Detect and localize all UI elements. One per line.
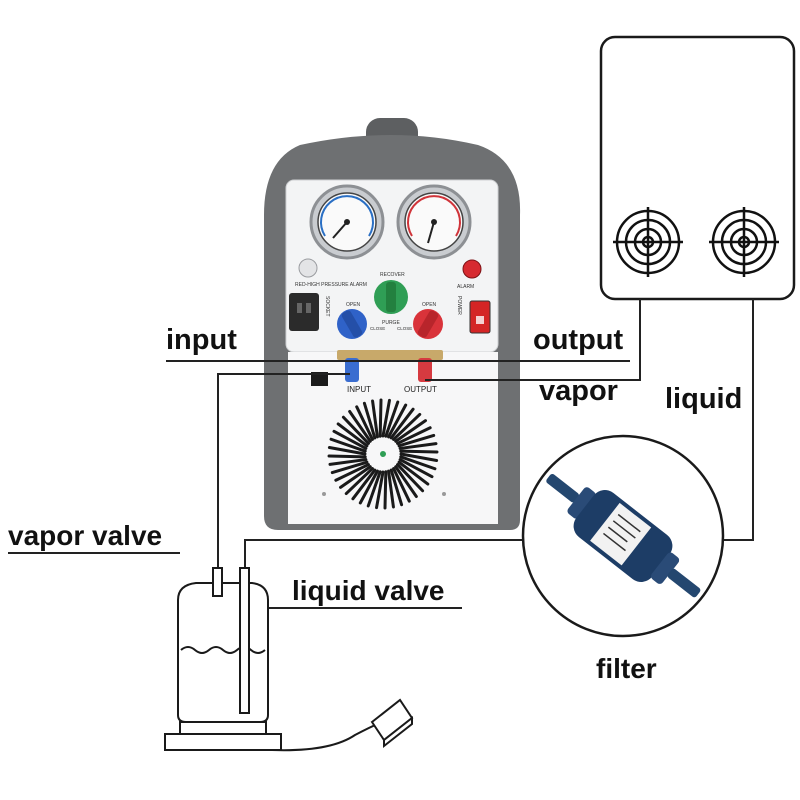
fan-slot (381, 398, 391, 438)
liquid-label: liquid (665, 383, 743, 415)
alarm-light (462, 259, 482, 279)
fan-slot (397, 433, 436, 448)
fan-slot (344, 467, 374, 496)
fan-slot (394, 465, 418, 498)
liquid-valve-label: liquid valve (292, 575, 445, 606)
fan-slot (366, 470, 382, 508)
fan-slot (389, 407, 415, 440)
recovery-machine: RED-HIGH PRESSURE ALARM SOCKET RECOVER P… (264, 118, 521, 530)
fan-grille (327, 398, 439, 510)
fan-slot (341, 415, 370, 445)
fan-slot (396, 426, 432, 445)
input-label: input (166, 324, 237, 356)
fan-slot (329, 437, 367, 453)
fan-slot (399, 455, 437, 471)
output-port-text: OUTPUT (404, 385, 437, 394)
fan-slot (398, 442, 438, 450)
alarm-text: ALARM (457, 284, 474, 290)
fan-slot (351, 468, 377, 501)
fan-slot (334, 463, 370, 482)
close-left-text: CLOSE (370, 326, 385, 331)
vapor-label: vapor (539, 375, 618, 407)
recover-text: RECOVER (380, 272, 405, 278)
fan-slot (399, 449, 439, 454)
condenser-coil-icon (709, 207, 779, 277)
fan-slot (336, 422, 369, 448)
fan-slot (371, 399, 379, 439)
fan-slot (339, 465, 372, 489)
pressure-gauge-icon (396, 184, 472, 260)
manifold-block (337, 350, 443, 360)
fan-slot (389, 468, 404, 507)
fan-slot (358, 469, 379, 505)
recover-purge-knob (374, 280, 408, 314)
vapor-line (425, 299, 641, 381)
high-pressure-alarm-text: RED-HIGH PRESSURE ALARM (295, 282, 367, 288)
condenser-unit (599, 35, 796, 301)
purge-text: PURGE (382, 320, 400, 326)
close-right-text: CLOSE (397, 326, 412, 331)
power-socket (289, 293, 319, 331)
reset-button (298, 258, 318, 278)
fan-slot (394, 419, 427, 443)
fan-slot (327, 454, 367, 459)
fan-slot (332, 429, 368, 450)
fan-slot (383, 470, 388, 510)
input-valve-knob (337, 309, 367, 339)
fan-slot (387, 403, 408, 439)
fan-slot (328, 458, 368, 466)
output-label: output (533, 324, 624, 356)
fan-slot (378, 398, 383, 438)
filter-label: filter (596, 653, 657, 684)
fan-slot (392, 412, 422, 441)
condenser-coil-icon (613, 207, 683, 277)
small-switch (311, 372, 328, 386)
fan-slot (355, 405, 374, 441)
output-port (418, 358, 432, 382)
socket-text: SOCKET (324, 296, 330, 317)
fan-slot (330, 460, 369, 475)
power-text: POWER (456, 296, 462, 315)
fan-slot (387, 469, 395, 509)
foot-pedal (370, 698, 414, 749)
vapor-valve (212, 567, 223, 597)
pedal-cable (271, 721, 383, 752)
fan-slot (362, 401, 377, 440)
fan-slot (327, 446, 367, 456)
fan-slot (392, 467, 411, 503)
fan-slot (398, 458, 434, 479)
output-valve-knob (413, 309, 443, 339)
fan-slot (397, 460, 430, 486)
liquid-valve (239, 567, 250, 714)
tank-scale (164, 721, 282, 751)
open-left-text: OPEN (346, 302, 361, 308)
input-line (217, 373, 350, 582)
fan-slot (384, 400, 400, 438)
drier-filter (546, 473, 701, 598)
vapor-valve-label: vapor valve (8, 520, 163, 551)
fan-slot (375, 470, 385, 510)
fan-slot (399, 452, 439, 462)
pressure-gauge-icon (309, 184, 385, 260)
refrigerant-tank (177, 567, 269, 723)
fan-slot (348, 410, 372, 443)
input-port (345, 358, 359, 382)
open-right-text: OPEN (422, 302, 437, 308)
fan-slot (396, 463, 425, 493)
input-port-text: INPUT (347, 385, 371, 394)
